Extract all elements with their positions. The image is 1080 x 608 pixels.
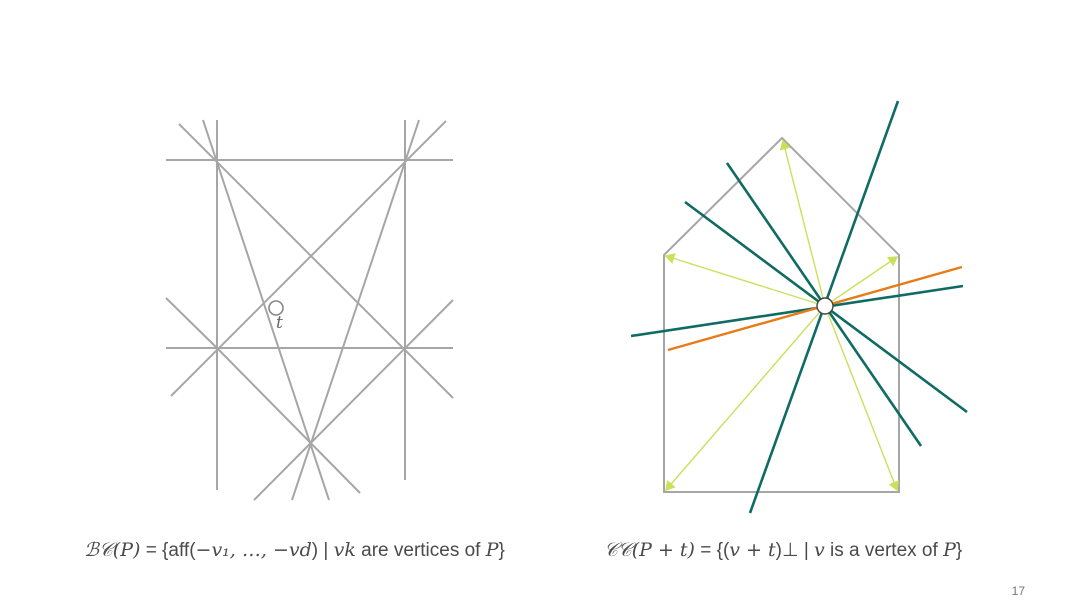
arrangement-line	[291, 119, 420, 501]
caption-left-text: are vertices of	[355, 540, 486, 561]
page-number: 17	[1011, 584, 1025, 598]
arrangement-line	[170, 120, 447, 397]
caption-left-close: }	[498, 540, 505, 561]
caption-left: ℬ𝒞(𝑃) = {aff(−𝑣₁, …, −𝑣𝑑) | 𝑣𝑘 are verti…	[84, 536, 505, 564]
arrangement-line	[202, 119, 330, 501]
hyperplane-line	[630, 284, 964, 338]
normal-hyperplanes	[630, 100, 968, 514]
caption-right-set-open: = {(	[700, 540, 730, 561]
arrangement-line	[216, 347, 361, 494]
polytope-p	[663, 136, 900, 493]
arrangement-line	[253, 299, 454, 501]
caption-left-set-body: −𝑣₁, …, −𝑣𝑑	[195, 539, 312, 561]
caption-right-close: }	[955, 540, 963, 561]
caption-left-set-open: = {aff(	[145, 540, 196, 561]
arrangement-line	[178, 123, 454, 399]
caption-right-subject: 𝑣	[814, 539, 825, 561]
caption-right: 𝒞𝒞(𝑃 + 𝑡) = {(𝑣 + 𝑡)⊥ | 𝑣 is a vertex of…	[604, 536, 962, 564]
vector-arrow	[665, 305, 826, 492]
caption-left-set-mid: ) |	[311, 540, 334, 561]
vector-arrow	[664, 253, 826, 307]
caption-right-set-mid: )⊥ |	[775, 540, 815, 561]
caption-right-text: is a vertex of	[824, 540, 944, 561]
left-arrangement	[165, 119, 454, 501]
vector-arrow	[779, 139, 826, 307]
vector-arrow	[824, 305, 900, 492]
point-t-marker	[268, 300, 284, 316]
point-t-plus-marker	[816, 297, 834, 315]
caption-right-object: 𝑃	[943, 539, 956, 561]
point-t-label: t	[276, 313, 283, 333]
arrangement-line	[165, 297, 218, 349]
vector-arrow	[824, 256, 899, 307]
caption-left-subject: 𝑣𝑘	[333, 539, 356, 561]
vertex-vectors	[664, 139, 900, 492]
caption-left-object: 𝑃	[485, 539, 499, 561]
caption-right-set-body: 𝑣 + 𝑡	[729, 539, 776, 561]
caption-right-lhs: 𝒞𝒞(𝑃 + 𝑡)	[604, 539, 695, 561]
highlighted-hyperplane	[667, 265, 963, 352]
caption-left-lhs: ℬ𝒞(𝑃)	[84, 539, 141, 561]
